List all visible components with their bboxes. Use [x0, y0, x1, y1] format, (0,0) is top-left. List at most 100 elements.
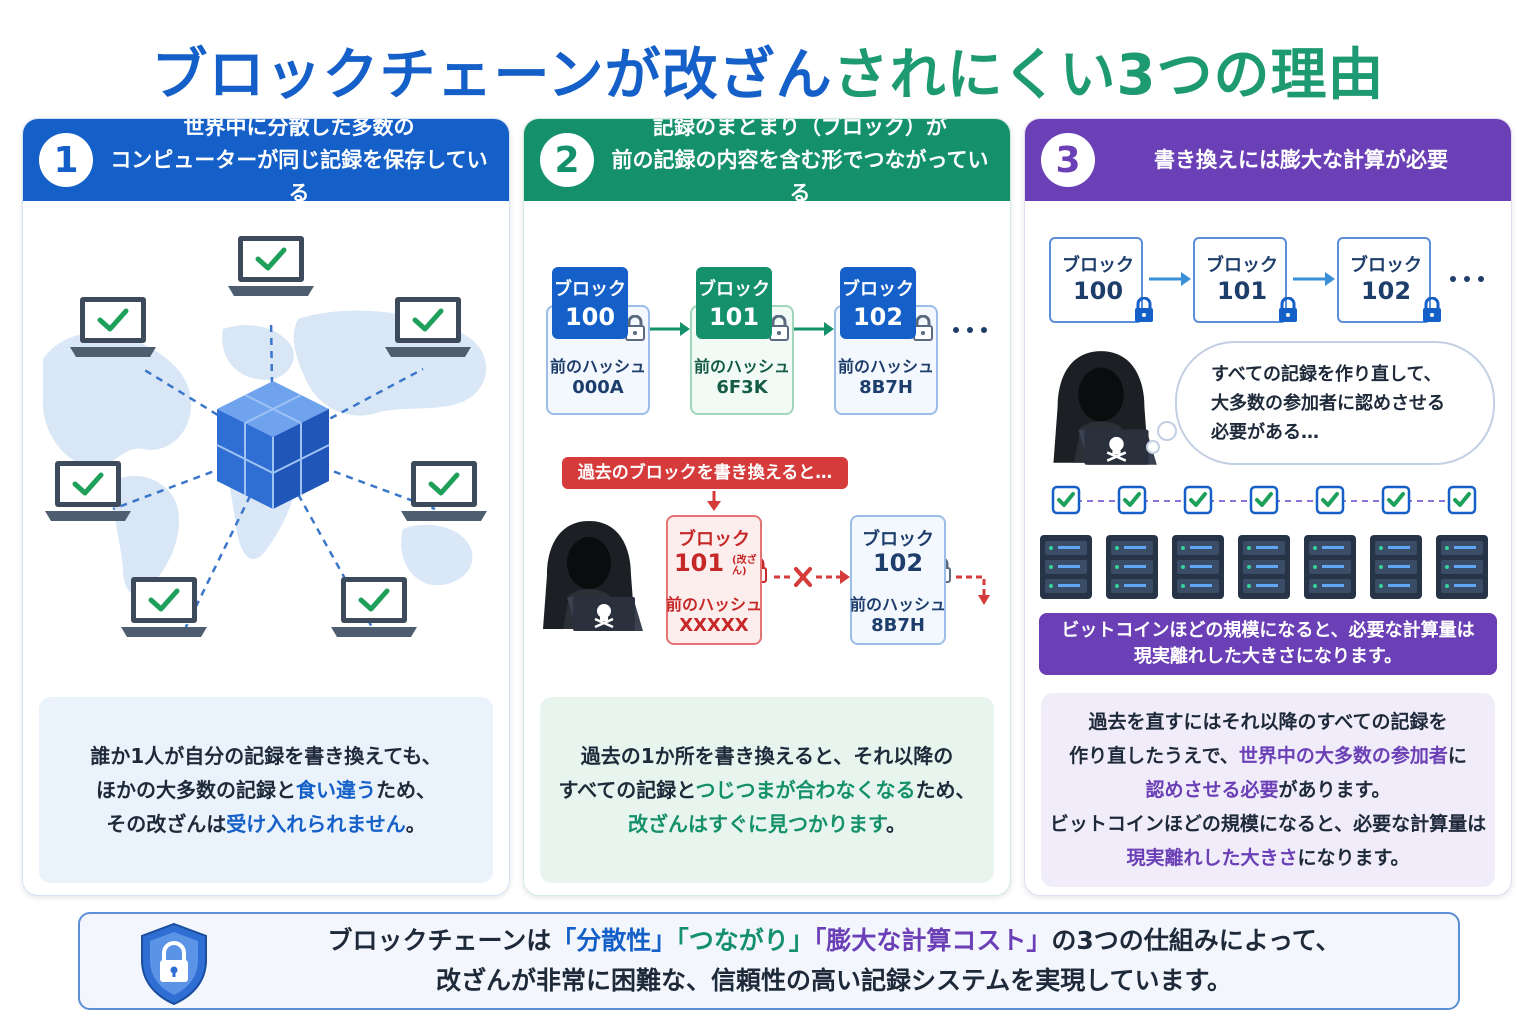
summary-keyword: 「分散性」 — [551, 926, 677, 955]
server-icon — [1238, 535, 1290, 599]
desc-line: 過去を直すにはそれ以降のすべての記録を — [1088, 711, 1448, 733]
summary-keyword: 「膨大な計算コスト」 — [813, 926, 1052, 955]
desc-highlight: 現実離れした大きさ — [1126, 847, 1298, 869]
band-line: 現実離れした大きさになります。 — [1133, 646, 1403, 667]
lock-icon — [624, 315, 646, 341]
desc-highlight: 改ざんはすぐに見つかります — [628, 812, 886, 836]
panel-1-header: 1 世界中に分散した多数の コンピューターが同じ記録を保存している — [23, 118, 509, 205]
desc-line: に — [1447, 745, 1467, 767]
desc-line: ビットコインほどの規模になると、必要な計算量は — [1049, 813, 1487, 835]
summary-keyword: 「つながり」 — [676, 926, 814, 955]
chain-arrows — [541, 315, 990, 633]
green-arrow-icon — [650, 322, 834, 336]
desc-line: ほかの大多数の記録と — [96, 778, 296, 802]
panel-2-description: 過去の1か所を書き換えると、それ以降の すべての記録とつじつまが合わなくなるため… — [540, 697, 994, 883]
summary-line: 改ざんが非常に困難な、信頼性の高い記録システムを実現しています。 — [435, 966, 1232, 995]
panel-1-header-line1: 世界中に分散した多数の — [183, 118, 415, 139]
laptop-check-icon — [228, 236, 314, 296]
red-continue-arrow — [956, 575, 990, 605]
desc-line: 過去の1か所を書き換えると、それ以降の — [580, 744, 954, 768]
down-arrow-icon — [707, 491, 721, 511]
laptop-check-icon — [385, 297, 471, 357]
band-line: ビットコインほどの規模になると、必要な計算量は — [1061, 620, 1475, 641]
server-icon — [1172, 535, 1224, 599]
summary-box: ブロックチェーンは「分散性」「つながり」「膨大な計算コスト」の3つの仕組みによっ… — [78, 912, 1460, 1010]
ellipsis-dots — [953, 327, 987, 333]
desc-highlight: つじつまが合わなくなる — [695, 778, 916, 802]
panel-2-header: 2 記録のまとまり（ブロック）が 前の記録の内容を含む形でつながっている — [524, 118, 1010, 205]
panel-1-header-line2: コンピューターが同じ記録を保存している — [110, 147, 488, 205]
thought-line: 必要がある… — [1211, 421, 1319, 443]
panel-3-number: 3 — [1041, 133, 1095, 187]
lock-icon — [1133, 297, 1155, 323]
panel-3-header-text: 書き換えには膨大な計算が必要 — [1154, 147, 1448, 172]
reason-panel-1: 1 世界中に分散した多数の コンピューターが同じ記録を保存している — [22, 118, 510, 896]
server-icons — [1040, 535, 1488, 599]
checkbox-icon — [1249, 485, 1279, 515]
desc-line: になります。 — [1297, 847, 1410, 869]
checkbox-icon — [1117, 485, 1147, 515]
server-icon — [1106, 535, 1158, 599]
ellipsis-dots — [1450, 276, 1484, 282]
blue-arrow-icon — [1149, 272, 1335, 286]
x-mark-icon — [794, 567, 812, 587]
tamper-warning-label: 過去のブロックを書き換えると… — [562, 457, 848, 489]
desc-highlight: 受け入れられません — [226, 812, 406, 836]
summary-line: の3つの仕組みによって、 — [1051, 926, 1341, 955]
hacker-thought-bubble: すべての記録を作り直して、 大多数の参加者に認めさせる 必要がある… — [1175, 341, 1495, 465]
desc-line: ため、 — [915, 778, 976, 802]
p3-block-100: ブロック 100 — [1049, 237, 1143, 323]
desc-line: すべての記録と — [558, 778, 696, 802]
server-icon — [1304, 535, 1356, 599]
checkbox-icon — [1051, 485, 1081, 515]
checkbox-icon — [1447, 485, 1477, 515]
world-map-network — [42, 209, 510, 679]
desc-highlight: 世界中の大多数の参加者 — [1238, 745, 1448, 767]
lock-icon — [768, 315, 790, 341]
broken-link-arrow — [774, 570, 850, 584]
desc-line: その改ざんは — [106, 812, 227, 836]
server-icon — [1370, 535, 1422, 599]
desc-line: ため、 — [376, 778, 436, 802]
lock-icon — [912, 315, 934, 341]
summary-text: ブロックチェーンは「分散性」「つながり」「膨大な計算コスト」の3つの仕組みによっ… — [230, 914, 1438, 1008]
desc-line: 作り直したうえで、 — [1069, 745, 1239, 767]
panel-2-header-line2: 前の記録の内容を含む形でつながっている — [611, 147, 989, 205]
title-part2: されにくい3つの理由 — [832, 43, 1385, 108]
panel-2-number: 2 — [540, 133, 594, 187]
panel-1-number: 1 — [39, 133, 93, 187]
server-icon — [1040, 535, 1092, 599]
checkbox-icon — [1381, 485, 1411, 515]
reason-panel-3: 3 書き換えには膨大な計算が必要 ブロック 100 ブロック 101 ブロック … — [1024, 118, 1512, 896]
checkbox-icon — [1183, 485, 1213, 515]
desc-highlight: 食い違う — [296, 778, 376, 802]
server-icon — [1436, 535, 1488, 599]
p3-block-101: ブロック 101 — [1193, 237, 1287, 323]
blockchain-cube-icon — [216, 381, 330, 509]
laptop-check-icon — [45, 461, 131, 521]
panel-2-header-line1: 記録のまとまり（ブロック）が — [653, 118, 947, 139]
desc-line: 誰か1人が自分の記録を書き換えても、 — [90, 744, 442, 768]
panel-1-description: 誰か1人が自分の記録を書き換えても、 ほかの大多数の記録と食い違うため、 その改… — [39, 697, 493, 883]
desc-highlight: 認めさせる必要 — [1145, 779, 1279, 801]
page-title: ブロックチェーンが改ざんされにくい3つの理由 — [0, 30, 1536, 108]
laptop-check-icon — [401, 461, 487, 521]
hacker-icon — [1052, 349, 1159, 467]
thought-line: すべての記録を作り直して、 — [1211, 363, 1442, 385]
panel-3-header: 3 書き換えには膨大な計算が必要 — [1025, 119, 1511, 201]
p3-block-102: ブロック 102 — [1337, 237, 1431, 323]
checkbox-icon — [1315, 485, 1345, 515]
laptop-check-icon — [70, 297, 156, 357]
desc-line: 。 — [405, 812, 426, 836]
shield-lock-icon — [141, 922, 207, 1006]
title-part1: ブロックチェーンが改ざん — [151, 43, 833, 108]
computation-info-band: ビットコインほどの規模になると、必要な計算量は 現実離れした大きさになります。 — [1039, 613, 1497, 675]
computation-network — [1040, 272, 1488, 599]
lock-icon — [1277, 297, 1299, 323]
reason-panel-2: 2 記録のまとまり（ブロック）が 前の記録の内容を含む形でつながっている ブロッ… — [523, 118, 1011, 896]
tampered-block-101: ブロック 101 (改ざん) 前のハッシュ XXXXX — [666, 515, 762, 645]
desc-line: 。 — [886, 812, 906, 836]
